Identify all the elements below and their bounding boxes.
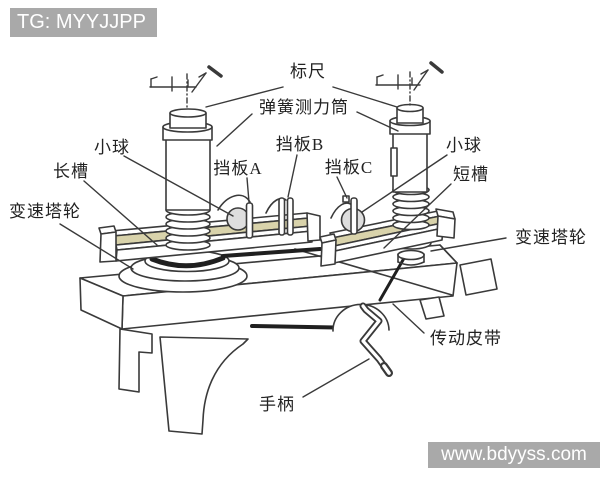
bench-right-leg xyxy=(419,296,445,320)
spring-force-cylinder-right xyxy=(389,103,431,193)
label-long-groove: 长槽 xyxy=(53,162,89,181)
watermark-bottom-right: www.bdyyss.com xyxy=(428,442,600,468)
label-baffle-b: 挡板B xyxy=(275,135,325,154)
belt-back-run xyxy=(221,247,322,258)
baffle-b-plate-1 xyxy=(278,197,286,236)
label-short-groove: 短槽 xyxy=(453,165,489,184)
bench-front-leg xyxy=(159,336,249,435)
spring-force-cylinder-left xyxy=(162,108,213,211)
label-spring-cylinder: 弹簧测力筒 xyxy=(259,98,349,117)
label-small-ball-right: 小球 xyxy=(446,136,482,155)
baffle-a-plate xyxy=(245,202,254,239)
watermark-top-left: TG: MYYJJPP xyxy=(10,8,157,37)
label-tower-wheel-right: 变速塔轮 xyxy=(515,228,587,247)
cylinder-slot xyxy=(390,147,398,177)
label-ruler: 标尺 xyxy=(290,62,326,81)
tower-wheel-left xyxy=(118,249,248,293)
ruler-marker-right xyxy=(375,61,444,107)
bench-right-foot xyxy=(459,258,498,296)
baffle-b-plate-2 xyxy=(286,197,294,236)
hand-crank xyxy=(359,302,393,377)
pointer-arm-a xyxy=(217,194,251,211)
label-baffle-a: 挡板A xyxy=(213,159,263,178)
label-baffle-c: 挡板C xyxy=(324,158,374,177)
baffle-c-plate xyxy=(350,197,358,235)
label-tower-wheel-left: 变速塔轮 xyxy=(9,202,81,221)
label-drive-belt: 传动皮带 xyxy=(430,329,502,348)
leader-lines xyxy=(59,86,507,398)
label-small-ball-left: 小球 xyxy=(94,138,130,157)
bench-left-foot xyxy=(118,328,153,393)
spring-left xyxy=(165,204,211,251)
label-hand-crank: 手柄 xyxy=(259,395,295,414)
ruler-marker-left xyxy=(149,65,223,111)
